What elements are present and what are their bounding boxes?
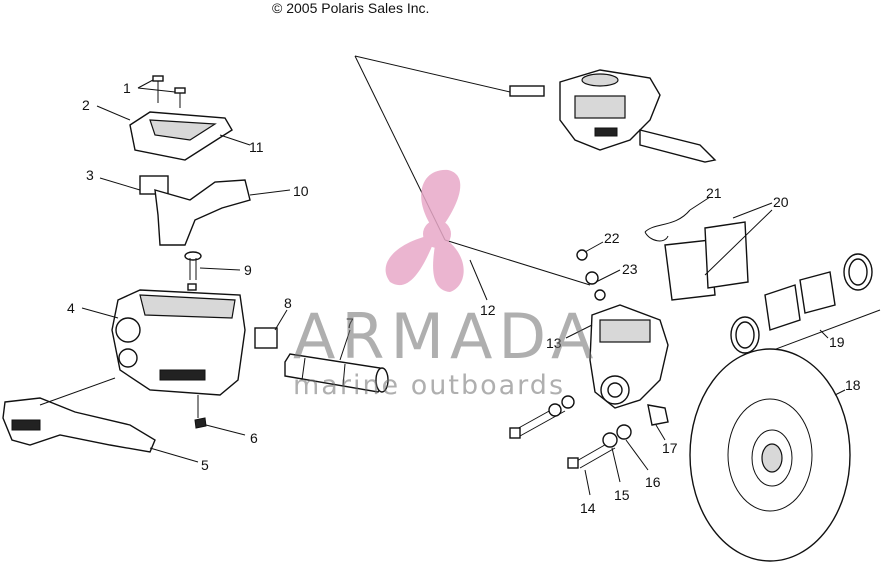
callout-1: 1 bbox=[123, 80, 131, 96]
callout-19: 19 bbox=[829, 334, 845, 350]
watermark-logo bbox=[385, 169, 464, 292]
callout-labels: 1 2 3 4 5 6 7 8 9 10 11 12 13 14 15 16 1… bbox=[67, 80, 861, 516]
part-7-piston bbox=[284, 329, 389, 393]
watermark-title: ARMADA bbox=[293, 300, 600, 373]
callout-14: 14 bbox=[580, 500, 596, 516]
callout-17: 17 bbox=[662, 440, 678, 456]
part-12-leader bbox=[469, 259, 488, 301]
part-3-10-lever-bracket bbox=[99, 175, 291, 246]
part-9-pin bbox=[184, 251, 241, 291]
callout-8: 8 bbox=[284, 295, 292, 311]
callout-5: 5 bbox=[201, 457, 209, 473]
part-14-15-16-bolts-washers bbox=[509, 395, 649, 496]
callout-11: 11 bbox=[249, 139, 264, 155]
callout-13: 13 bbox=[546, 335, 562, 351]
callout-10: 10 bbox=[293, 183, 309, 199]
callout-12: 12 bbox=[480, 302, 496, 318]
callout-4: 4 bbox=[67, 300, 75, 316]
part-1-screws bbox=[137, 75, 186, 108]
callout-21: 21 bbox=[706, 185, 722, 201]
callout-3: 3 bbox=[86, 167, 94, 183]
callout-15: 15 bbox=[614, 487, 630, 503]
part-21-spring-clip bbox=[644, 196, 711, 242]
part-13-caliper bbox=[565, 304, 669, 441]
part-5-lever bbox=[2, 377, 199, 463]
callout-20: 20 bbox=[773, 194, 789, 210]
callout-16: 16 bbox=[645, 474, 661, 490]
callout-22: 22 bbox=[604, 230, 620, 246]
callout-7: 7 bbox=[346, 315, 354, 331]
part-22-23-fittings bbox=[576, 241, 621, 301]
part-18-brake-disc bbox=[689, 348, 851, 562]
part-6-clip bbox=[194, 395, 246, 436]
callout-9: 9 bbox=[244, 262, 252, 278]
watermark-subtitle: marine outboards bbox=[293, 370, 566, 401]
part-2-reservoir-cover bbox=[96, 105, 251, 161]
part-4-cylinder-body bbox=[81, 289, 246, 396]
callout-23: 23 bbox=[622, 261, 638, 277]
callout-18: 18 bbox=[845, 377, 861, 393]
master-cylinder-assembly bbox=[559, 69, 717, 163]
copyright-notice: © 2005 Polaris Sales Inc. bbox=[272, 0, 430, 16]
callout-6: 6 bbox=[250, 430, 258, 446]
brake-line bbox=[354, 55, 591, 286]
callout-2: 2 bbox=[82, 97, 90, 113]
part-19-pistons bbox=[730, 253, 881, 356]
part-8-bracket bbox=[254, 309, 288, 349]
part-20-brake-pads bbox=[664, 202, 773, 301]
